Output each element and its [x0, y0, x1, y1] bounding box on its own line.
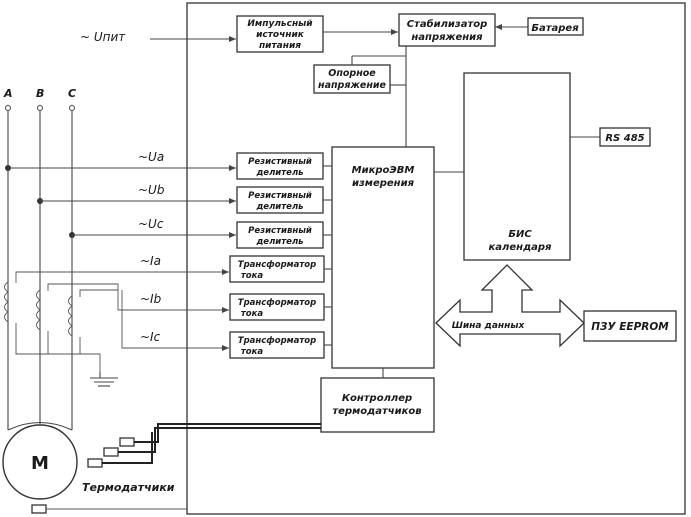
stab-label-2: напряжения	[411, 32, 483, 43]
data-bus-label: Шина данных	[452, 321, 526, 331]
mcu-block	[331, 146, 435, 369]
lsi-calendar-block	[463, 72, 571, 261]
thermosensor-4	[31, 504, 47, 514]
psu-to-stab-arrow	[391, 29, 398, 35]
mcu-label-2: измерения	[352, 178, 415, 189]
supply-label: ~ Uпит	[80, 30, 126, 44]
phase-a-terminal	[5, 105, 11, 111]
tr-c-label-2: тока	[241, 347, 264, 357]
div-b-label-1: Резистивный	[248, 191, 312, 201]
ia-loop	[15, 271, 229, 283]
ib-arrow	[222, 307, 229, 313]
ua-arrow	[229, 165, 236, 171]
reference-block	[313, 64, 391, 94]
battery-block	[527, 17, 584, 36]
ic-loop-top	[79, 289, 118, 297]
thermosensors-label: Термодатчики	[82, 481, 175, 494]
tr-a-label-2: тока	[241, 271, 264, 281]
eeprom-label: ПЗУ EEPROM	[591, 321, 669, 333]
ic-loop	[121, 290, 229, 349]
ia-arrow	[222, 269, 229, 275]
motor-leads-join	[7, 422, 73, 431]
div-a-label-1: Резистивный	[248, 157, 312, 167]
tr-a-label-1: Трансформатор	[238, 260, 316, 270]
stab-label-1: Стабилизатор	[407, 18, 488, 30]
tc-label-2: термодатчиков	[332, 406, 421, 417]
ua-label: ~Ua	[138, 150, 164, 164]
motor-icon	[2, 424, 78, 500]
thermosensor-1	[87, 458, 103, 468]
thermo-controller-block	[320, 377, 435, 433]
psu-label-2: источник	[256, 30, 305, 40]
psu-label-3: питания	[259, 41, 301, 51]
transformer-b-block	[229, 293, 325, 321]
phase-b-label: B	[36, 87, 44, 100]
tr-b-label-2: тока	[241, 309, 264, 319]
coil-b	[36, 289, 41, 331]
data-bus-arrow	[435, 264, 585, 348]
lsi-label-2: календаря	[489, 242, 553, 253]
motor-label: M	[31, 453, 49, 474]
ub-label: ~Ub	[138, 183, 165, 197]
tc-label-1: Контроллер	[342, 393, 412, 404]
divider-b-block	[236, 186, 324, 214]
phase-b-terminal	[37, 105, 43, 111]
ref-label-1: Опорное	[328, 68, 376, 79]
coil-c	[68, 295, 73, 337]
ic-arrow	[222, 345, 229, 351]
divider-c-block	[236, 221, 324, 249]
tr-b-label-1: Трансформатор	[238, 298, 316, 308]
ref-label-2: напряжение	[318, 80, 387, 91]
thermosensor-2	[103, 447, 119, 457]
mcu-label-1: МикроЭВМ	[352, 165, 415, 176]
transformer-a-block	[229, 255, 325, 283]
div-b-label-2: делитель	[255, 202, 303, 212]
ia-label: ~Ia	[140, 254, 161, 268]
phase-c-terminal	[69, 105, 75, 111]
div-a-label-2: делитель	[255, 168, 303, 178]
ib-label: ~Ib	[140, 292, 162, 306]
rs485-block	[599, 127, 651, 147]
lsi-label-1: БИС	[508, 229, 532, 240]
ground-icon	[90, 372, 118, 387]
supply-arrow	[229, 36, 236, 42]
ub-arrow	[229, 198, 236, 204]
thermosensor-3	[119, 437, 135, 447]
div-c-label-1: Резистивный	[248, 226, 312, 236]
div-c-label-2: делитель	[255, 237, 303, 247]
stabilizer-block	[398, 13, 496, 47]
rs485-label: RS 485	[605, 133, 644, 144]
stab-to-battery-arrow	[495, 24, 502, 30]
ib-loop	[47, 283, 229, 311]
battery-label: Батарея	[531, 23, 579, 34]
phase-a-label: A	[3, 87, 13, 100]
sensor-wires	[102, 423, 321, 464]
uc-arrow	[229, 232, 236, 238]
psu-block	[236, 15, 324, 53]
ic-label: ~Ic	[140, 330, 161, 344]
phase-c-label: C	[68, 87, 76, 100]
return-a	[15, 323, 101, 372]
coil-a	[4, 281, 9, 323]
eeprom-block	[583, 310, 677, 342]
uc-label: ~Uc	[138, 217, 164, 231]
psu-label-1: Импульсный	[247, 19, 313, 29]
tr-c-label-1: Трансформатор	[238, 336, 316, 346]
